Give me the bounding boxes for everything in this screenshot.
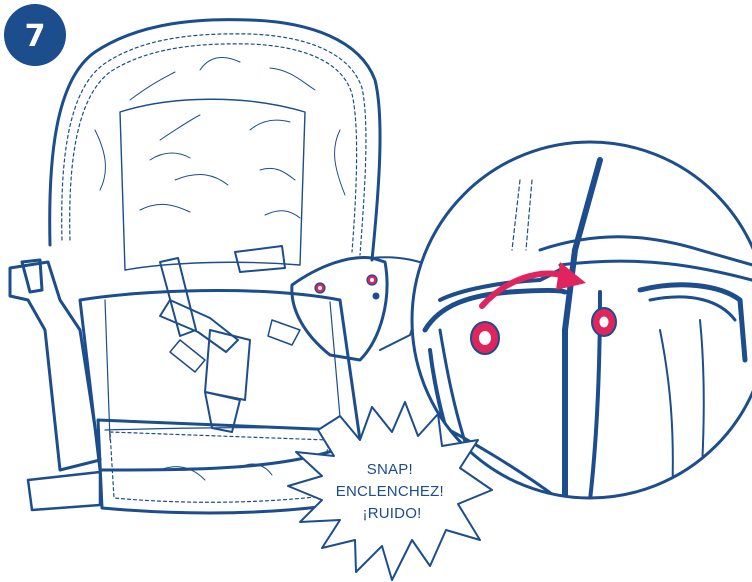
harness-strap-right	[234, 245, 286, 273]
side-bracket	[290, 255, 389, 362]
callout-line-3: ¡RUIDO!	[363, 505, 422, 522]
seat-cushion	[78, 289, 362, 472]
step-number: 7	[25, 19, 46, 54]
starburst-shape	[287, 401, 493, 581]
seat-pad	[8, 18, 433, 515]
step-badge: 7	[4, 4, 66, 66]
snap-button-icon	[470, 307, 617, 355]
callout-line-1: SNAP!	[367, 461, 413, 478]
seat-back-outline	[48, 18, 382, 262]
curved-arrow-icon	[479, 262, 586, 309]
harness-strap-left	[159, 257, 197, 337]
seat-back-panel	[119, 98, 306, 271]
chair-frame-left	[20, 258, 44, 294]
snap-callout: SNAP! ENCLENCHEZ! ¡RUIDO!	[287, 401, 493, 581]
snap-points-small	[314, 274, 380, 300]
seat-back-stitching	[61, 33, 367, 256]
svg-text:SNAP! ENCLENCHEZ!: SNAP! ENCLENCHEZ! ¡RUIDO!	[336, 461, 448, 522]
harness-buckle	[204, 329, 251, 401]
callout-line-2: ENCLENCHEZ!	[336, 483, 444, 500]
